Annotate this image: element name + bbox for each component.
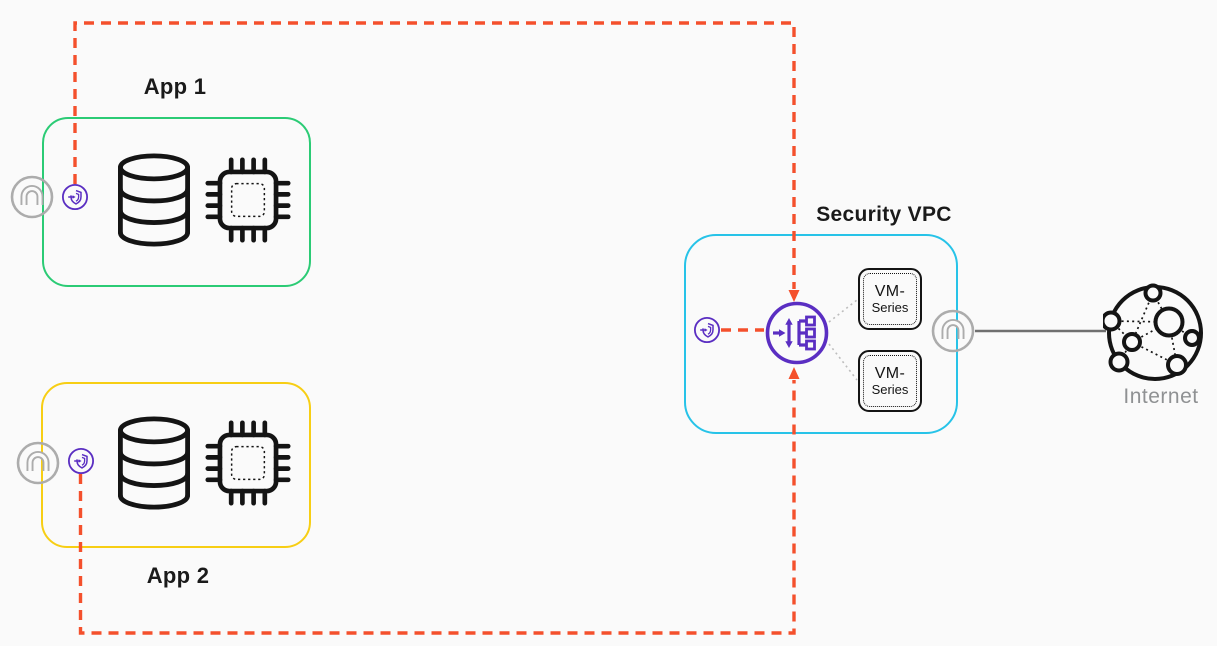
gateway-icon [10, 175, 54, 219]
vm-series-node: VM- Series [858, 268, 922, 330]
database-icon [117, 416, 190, 510]
app2-traffic-dashed-path [78, 380, 796, 635]
app2-vpc-box [41, 382, 311, 548]
app1-traffic-dashed-path [73, 21, 796, 289]
security-vpc-box [684, 234, 958, 434]
database-icon [117, 153, 190, 247]
endpoint-icon [67, 447, 95, 475]
vm-series-label: VM- Series [871, 283, 909, 315]
arrow-up-icon [788, 367, 800, 379]
vm-series-label-line1: VM- [874, 283, 906, 300]
app1-label: App 1 [143, 74, 207, 99]
security-vpc-label: Security VPC [816, 203, 952, 226]
gateway-load-balancer-icon [765, 301, 829, 365]
internet-globe-icon [1103, 283, 1203, 381]
vm-series-node: VM- Series [858, 350, 922, 412]
app2-label: App 2 [146, 563, 210, 588]
gateway-icon [931, 309, 975, 353]
cpu-chip-icon [205, 420, 291, 506]
internet-label: Internet [1123, 385, 1199, 408]
lb-to-vm1-dotted-line [828, 299, 858, 323]
vm-series-dotted-frame [863, 355, 917, 407]
lb-to-vm2-dotted-line [828, 343, 858, 381]
endpoint-icon [61, 183, 89, 211]
endpoint-icon [693, 316, 721, 344]
vm-series-label-line2: Series [871, 300, 909, 315]
vm-series-label: VM- Series [871, 365, 909, 397]
gateway-icon [16, 441, 60, 485]
vm-series-label-line1: VM- [874, 365, 906, 382]
arrow-down-icon [788, 290, 800, 302]
cpu-chip-icon [205, 157, 291, 243]
vm-series-dotted-frame [863, 273, 917, 325]
vm-series-label-line2: Series [871, 382, 909, 397]
